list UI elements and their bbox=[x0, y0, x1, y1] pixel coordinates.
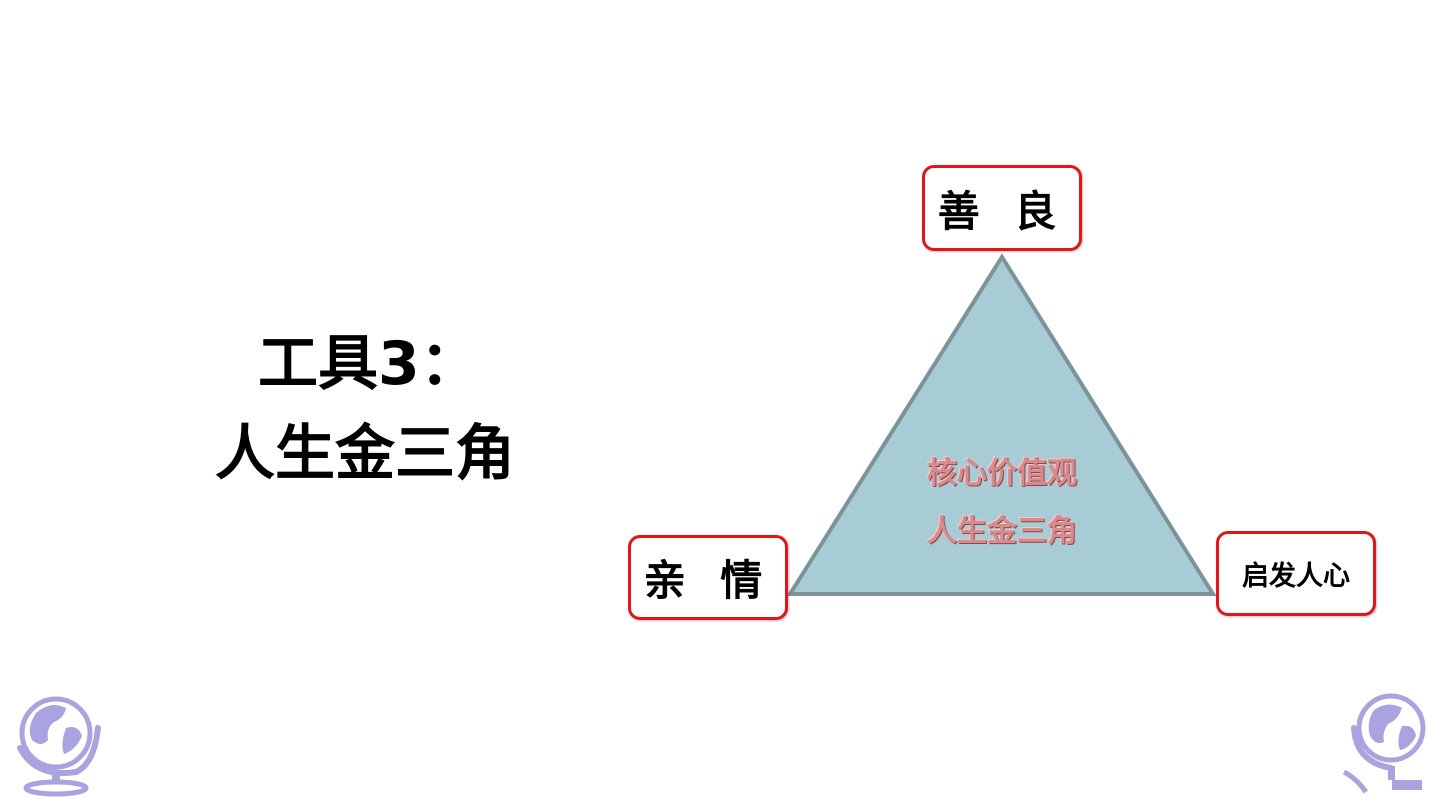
triangle-shape bbox=[786, 253, 1217, 596]
globe-icon bbox=[17, 696, 101, 797]
vertex-box-kindness: 善 良 bbox=[922, 165, 1082, 251]
globe-book-icon bbox=[1342, 693, 1426, 794]
vertex-box-family: 亲 情 bbox=[628, 535, 788, 620]
vertex-box-inspire: 启发人心 bbox=[1216, 531, 1376, 616]
vertex-label: 善 良 bbox=[937, 186, 1067, 236]
vertex-label: 亲 情 bbox=[643, 556, 773, 605]
slide-title-line1: 工具3： bbox=[258, 329, 480, 399]
triangle-center-text-1: 核心价值观 bbox=[927, 456, 1077, 491]
triangle-center-text-2: 人生金三角 bbox=[927, 514, 1077, 549]
slide-title-line2: 人生金三角 bbox=[215, 419, 515, 489]
vertex-label: 启发人心 bbox=[1242, 561, 1350, 592]
